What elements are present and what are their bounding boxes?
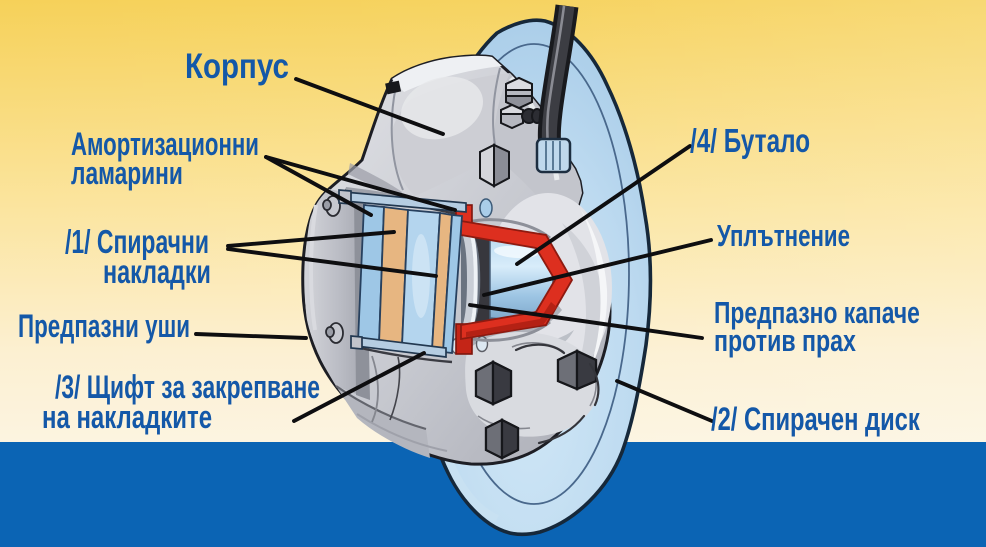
svg-text:/1/ Спирачни: /1/ Спирачни [65, 224, 209, 261]
svg-text:на накладките: на накладките [42, 399, 212, 435]
svg-text:Корпус: Корпус [185, 47, 289, 86]
svg-text:/4/ Бутало: /4/ Бутало [690, 124, 810, 160]
svg-text:ламарини: ламарини [71, 155, 183, 191]
svg-text:накладки: накладки [103, 254, 211, 291]
svg-text:Амортизационни: Амортизационни [71, 126, 259, 162]
svg-text:против прах: против прах [714, 323, 857, 358]
svg-text:Предпазни уши: Предпазни уши [18, 308, 190, 344]
svg-text:/2/ Спирачен диск: /2/ Спирачен диск [711, 400, 921, 436]
svg-text:Уплътнение: Уплътнение [717, 218, 850, 252]
svg-text:Предпазно капаче: Предпазно капаче [714, 295, 920, 330]
svg-text:/3/ Щифт за закрепване: /3/ Щифт за закрепване [55, 369, 320, 405]
